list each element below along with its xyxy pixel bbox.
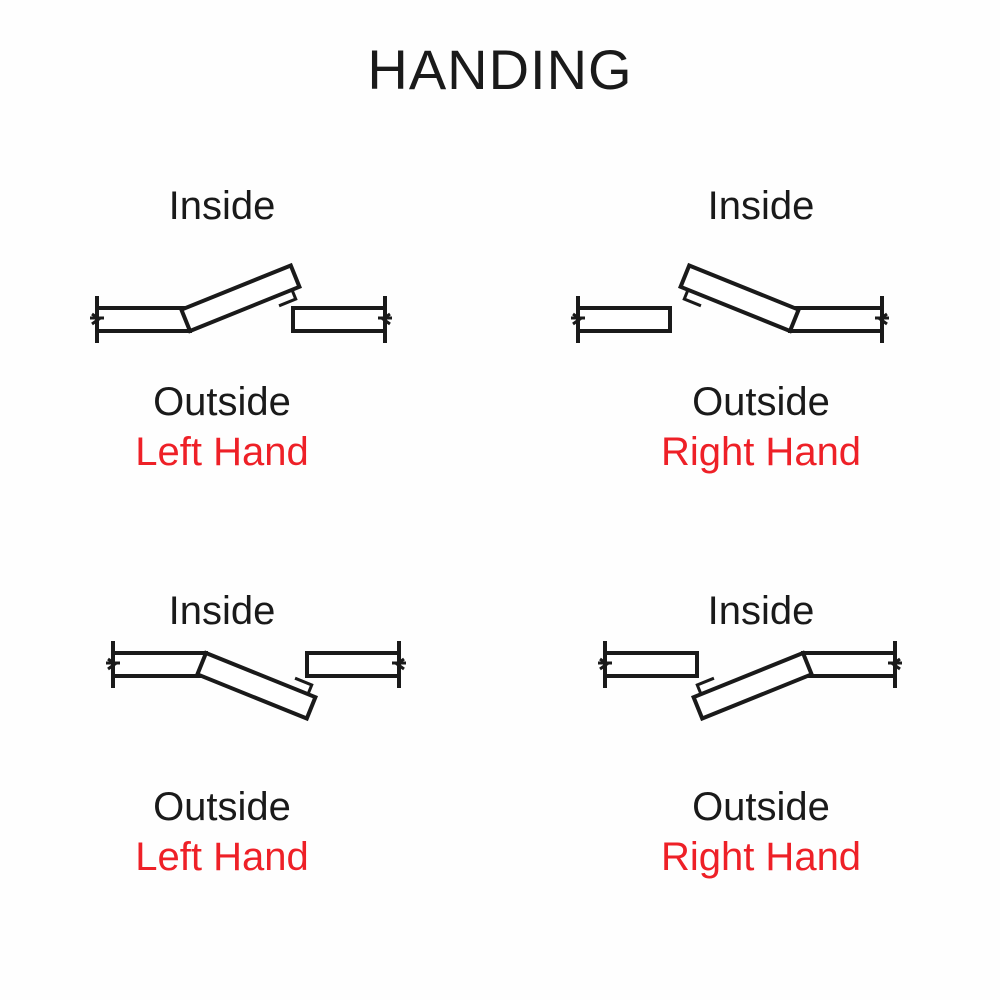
label-inside: Inside — [707, 589, 815, 633]
door-latch-icon — [695, 676, 715, 695]
door-panel — [677, 262, 802, 334]
label-hand: Left Hand — [135, 835, 309, 879]
wall-left — [571, 296, 672, 343]
label-outside: Outside — [153, 785, 291, 829]
door-latch-icon — [278, 289, 298, 308]
wall-left — [598, 641, 699, 688]
door-panel — [194, 650, 319, 722]
label-outside: Outside — [692, 380, 830, 424]
wall-right — [801, 641, 902, 688]
label-inside: Inside — [168, 589, 276, 633]
door-latch-icon — [294, 676, 314, 695]
wall-left — [90, 296, 192, 343]
door-drawing-bottom-right — [500, 635, 1000, 795]
page-title: HANDING — [367, 38, 633, 101]
label-outside: Outside — [692, 785, 830, 829]
door-panel — [178, 262, 303, 334]
label-inside: Inside — [168, 184, 276, 228]
label-outside: Outside — [153, 380, 291, 424]
door-latch-icon — [682, 289, 702, 308]
wall-left — [106, 641, 208, 688]
door-drawing-bottom-left — [0, 635, 500, 795]
label-hand: Left Hand — [135, 430, 309, 474]
label-inside: Inside — [707, 184, 815, 228]
wall-right — [305, 641, 406, 688]
door-drawing-top-left — [0, 230, 500, 390]
label-hand: Right Hand — [660, 835, 862, 879]
diagram-bottom-left: Inside Outside Left Hand — [0, 565, 500, 985]
label-hand: Right Hand — [660, 430, 862, 474]
wall-right — [788, 296, 889, 343]
diagram-bottom-right: Inside Outside Right Hand — [500, 565, 1000, 985]
door-drawing-top-right — [500, 230, 1000, 390]
diagram-top-right: Inside Outside Right Hand — [500, 160, 1000, 580]
door-panel — [690, 650, 815, 722]
wall-right — [291, 296, 392, 343]
diagram-top-left: Inside Outside Left Hand — [0, 160, 500, 580]
